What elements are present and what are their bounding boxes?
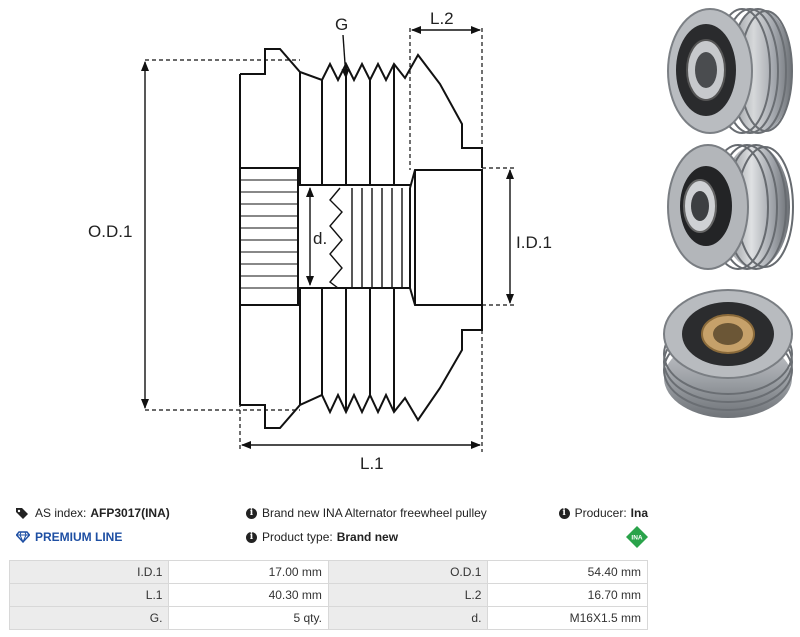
product-type: i Product type: Brand new (246, 527, 398, 547)
label-d: d. (313, 229, 327, 248)
spline-hatching (240, 179, 298, 289)
product-type-value: Brand new (336, 530, 399, 544)
spec-value: 16.70 mm (487, 583, 648, 607)
product-photo-side-angle[interactable] (660, 140, 795, 274)
info-icon: i (558, 507, 570, 519)
spec-value: M16X1.5 mm (487, 606, 648, 630)
info-row-2: PREMIUM LINE i Product type: Brand new I… (14, 526, 650, 548)
product-photo-front-angle[interactable] (660, 4, 795, 138)
table-row: L.1 40.30 mm L.2 16.70 mm (8, 583, 648, 607)
label-g: G (335, 15, 348, 34)
producer: i Producer: Ina (558, 503, 648, 523)
ina-logo-icon: INA (626, 526, 648, 548)
extension-lines (145, 28, 515, 452)
description-text: Brand new INA Alternator freewheel pulle… (262, 506, 487, 520)
spec-value: 17.00 mm (168, 560, 329, 584)
spec-value: 40.30 mm (168, 583, 329, 607)
label-l2: L.2 (430, 9, 454, 28)
bore-thread (328, 187, 403, 289)
tags-icon (16, 508, 28, 519)
as-index-value[interactable]: AFP3017(INA) (90, 506, 170, 520)
product-info: AS index: AFP3017(INA) i Brand new INA A… (14, 503, 650, 555)
svg-text:INA: INA (631, 535, 643, 542)
premium-line[interactable]: PREMIUM LINE (16, 527, 122, 547)
spec-label: d. (327, 606, 489, 630)
info-row-1: AS index: AFP3017(INA) i Brand new INA A… (14, 503, 650, 523)
table-row: G. 5 qty. d. M16X1.5 mm (8, 606, 648, 630)
table-row: I.D.1 17.00 mm O.D.1 54.40 mm (8, 560, 648, 584)
as-index-label: AS index: (35, 506, 87, 520)
specs-table: I.D.1 17.00 mm O.D.1 54.40 mm L.1 40.30 … (8, 560, 648, 630)
spec-label: L.1 (8, 583, 170, 607)
premium-line-label: PREMIUM LINE (35, 530, 123, 544)
pulley-outline (239, 48, 483, 429)
brand-logo[interactable]: INA (626, 526, 648, 548)
diamond-icon (16, 531, 30, 543)
label-od1: O.D.1 (88, 222, 132, 241)
spec-label: G. (8, 606, 170, 630)
spec-value: 5 qty. (168, 606, 329, 630)
product-type-label: Product type: (262, 530, 333, 544)
label-l1: L.1 (360, 454, 384, 473)
info-icon: i (246, 507, 257, 519)
info-icon: i (246, 531, 257, 543)
producer-label: Producer: (574, 506, 627, 520)
spec-label: O.D.1 (327, 560, 489, 584)
product-photo-rear-angle[interactable] (660, 282, 795, 424)
pulley-technical-drawing: O.D.1 I.D.1 d. G L.1 L.2 (88, 9, 552, 473)
spec-value: 54.40 mm (487, 560, 648, 584)
as-index: AS index: AFP3017(INA) (16, 503, 170, 523)
spec-label: L.2 (327, 583, 489, 607)
producer-value[interactable]: Ina (630, 506, 648, 520)
dimension-arrows (141, 26, 514, 449)
label-id1: I.D.1 (516, 233, 552, 252)
description: i Brand new INA Alternator freewheel pul… (246, 503, 487, 523)
spec-label: I.D.1 (8, 560, 170, 584)
